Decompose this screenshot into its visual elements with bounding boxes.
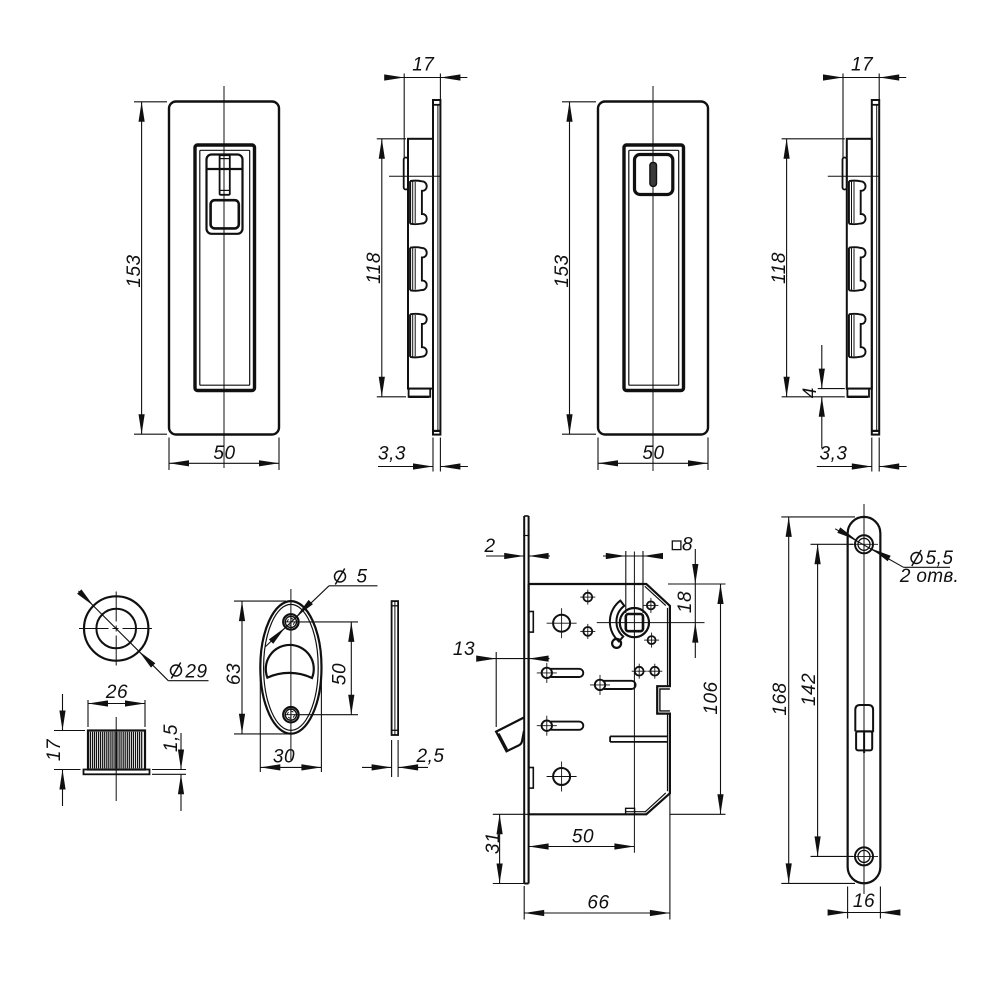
svg-text:50: 50 [572, 827, 594, 848]
svg-text:50: 50 [642, 443, 664, 464]
svg-text:1,5: 1,5 [161, 724, 182, 752]
svg-text:50: 50 [330, 663, 351, 685]
svg-text:30: 30 [273, 747, 295, 768]
svg-text:168: 168 [770, 682, 791, 715]
svg-text:63: 63 [224, 663, 245, 685]
svg-text:29: 29 [184, 662, 207, 683]
svg-text:13: 13 [453, 639, 475, 660]
svg-text:106: 106 [701, 681, 722, 714]
svg-text:17: 17 [44, 738, 65, 761]
svg-text:17: 17 [412, 55, 435, 76]
svg-text:142: 142 [799, 673, 820, 706]
svg-text:2: 2 [483, 536, 495, 557]
svg-text:3,3: 3,3 [378, 444, 406, 465]
svg-text:2 отв.: 2 отв. [899, 566, 959, 587]
svg-text:118: 118 [364, 252, 385, 284]
svg-text:66: 66 [587, 893, 609, 914]
svg-text:8: 8 [682, 535, 693, 556]
svg-text:26: 26 [105, 682, 128, 703]
svg-text:16: 16 [853, 891, 875, 912]
svg-text:4: 4 [800, 387, 821, 398]
svg-text:153: 153 [552, 254, 573, 287]
svg-text:5: 5 [356, 567, 367, 588]
svg-text:17: 17 [851, 55, 874, 76]
svg-text:5,5: 5,5 [926, 548, 954, 569]
svg-text:18: 18 [675, 591, 696, 613]
svg-text:118: 118 [769, 252, 790, 284]
svg-text:3,3: 3,3 [820, 444, 848, 465]
svg-text:31: 31 [483, 832, 504, 854]
svg-text:153: 153 [124, 254, 145, 287]
svg-text:2,5: 2,5 [416, 746, 445, 767]
svg-text:50: 50 [213, 443, 235, 464]
